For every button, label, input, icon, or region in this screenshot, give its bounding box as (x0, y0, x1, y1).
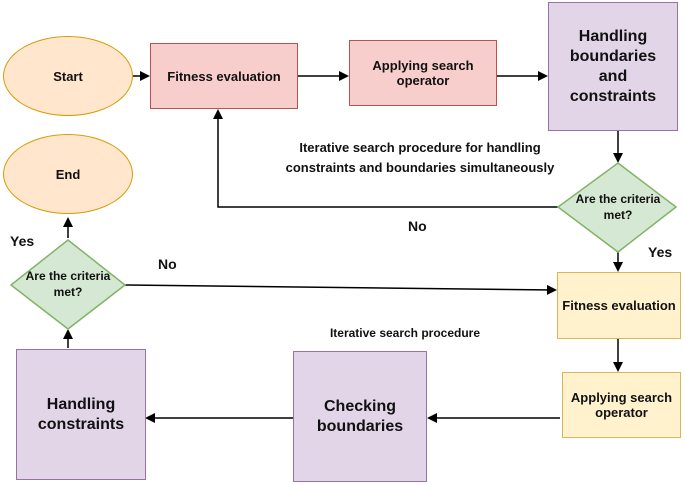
no-right-label: No (408, 218, 427, 234)
decision-right-label: Are the criteria met? (575, 192, 661, 222)
start-node: Start (3, 36, 133, 116)
no-left-label: No (158, 256, 177, 272)
arrow-no-loop-top (213, 109, 558, 208)
yes-right-label: Yes (648, 244, 673, 260)
arrow-no-to-fitness-bottom (124, 284, 557, 295)
yes-left-label: Yes (10, 233, 35, 249)
decision-left-label: Are the criteria met? (25, 269, 111, 299)
fitness-evaluation-bottom: Fitness evaluation (557, 272, 681, 339)
applying-search-operator-bottom: Applying search operator (562, 372, 681, 438)
decision-left-diamond (9, 239, 127, 330)
applying-search-operator-top: Applying search operator (349, 40, 497, 106)
end-node: End (3, 134, 133, 214)
handling-constraints: Handling constraints (16, 349, 146, 480)
handling-boundaries-constraints: Handling boundaries and constraints (548, 2, 678, 131)
iterative-top-annotation: Iterative search procedure for handling … (285, 140, 555, 176)
decision-right-diamond (556, 162, 678, 253)
iterative-bottom-annotation: Iterative search procedure (329, 326, 481, 340)
fitness-evaluation-top: Fitness evaluation (150, 43, 298, 109)
checking-boundaries: Checking boundaries (293, 351, 427, 482)
